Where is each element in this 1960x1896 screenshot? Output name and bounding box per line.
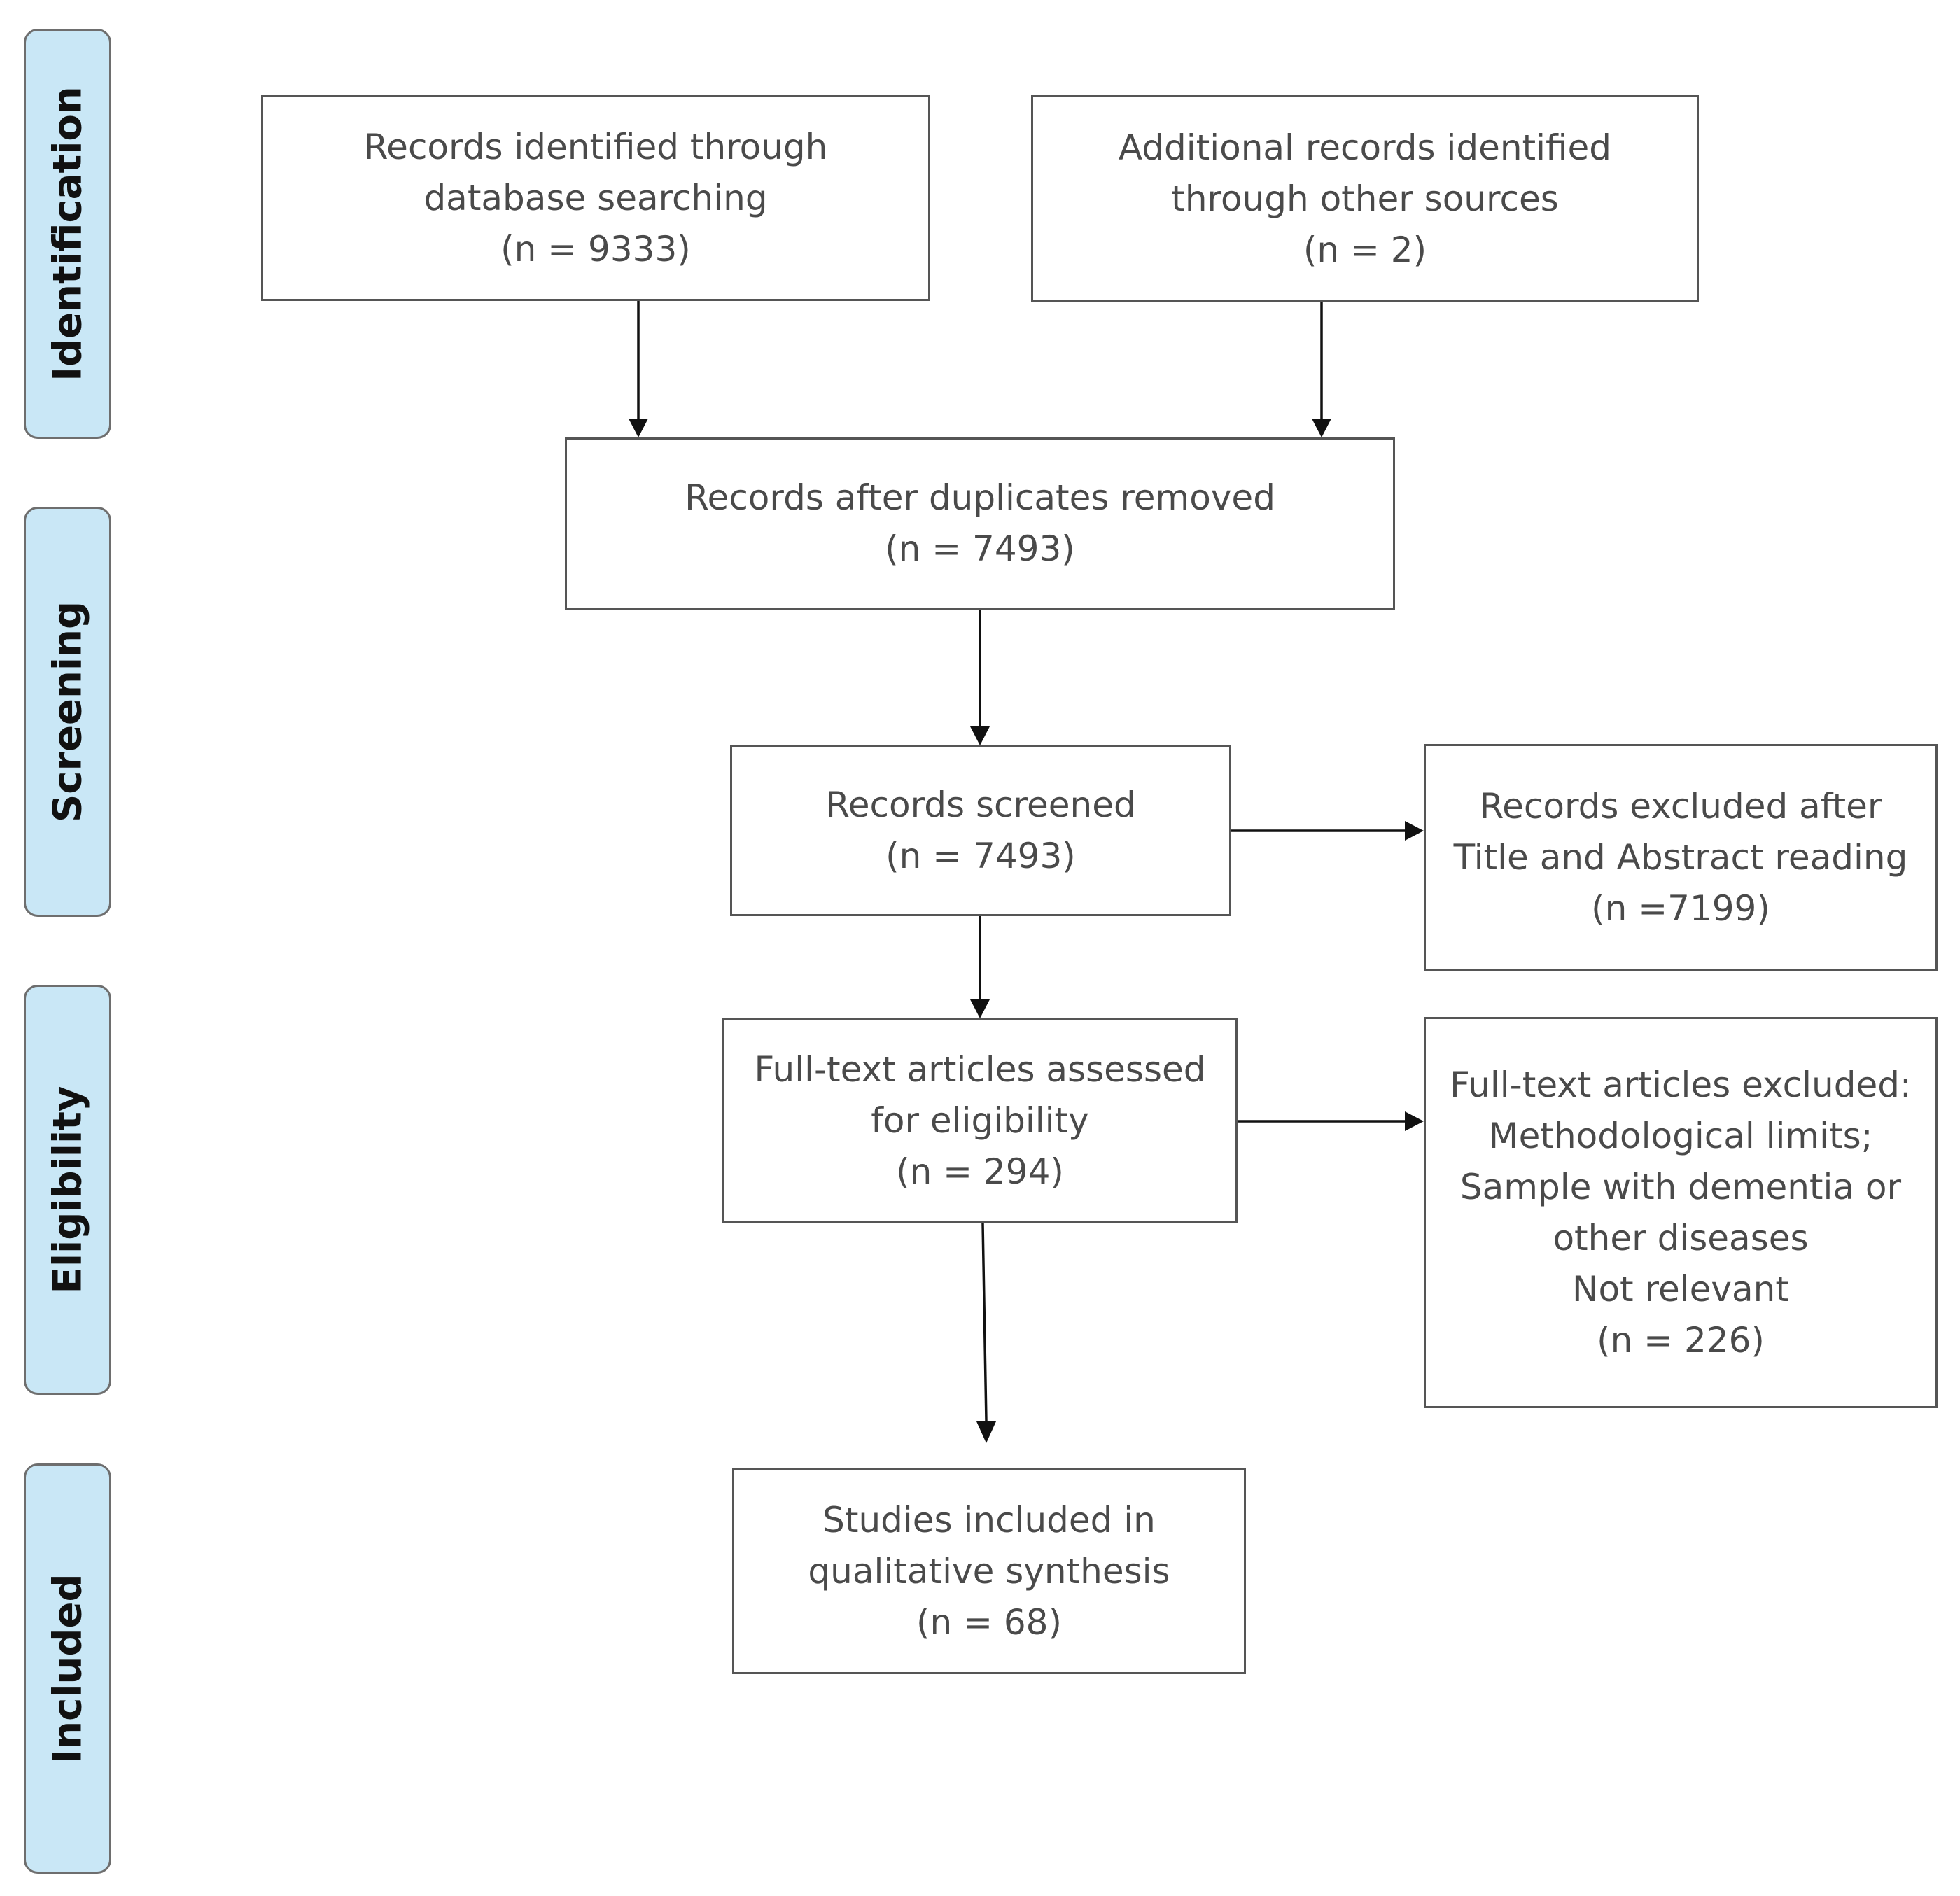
database-line1: Records identified through xyxy=(363,126,828,167)
excluded-ta-line1: Records excluded after xyxy=(1479,786,1882,827)
excluded-ta-line2: Title and Abstract reading xyxy=(1453,837,1908,878)
screened-line1: Records screened xyxy=(825,785,1136,825)
arrow-fulltext-to-included xyxy=(981,1223,988,1422)
stage-identification: Identification xyxy=(24,29,111,439)
box-other-sources: Additional records identified through ot… xyxy=(1031,95,1699,302)
box-full-text-excluded: Full-text articles excluded: Methodologi… xyxy=(1424,1017,1938,1408)
included-line1: Studies included in xyxy=(822,1499,1156,1540)
included-line2: qualitative synthesis xyxy=(808,1550,1170,1592)
fulltext-line3: (n = 294) xyxy=(896,1151,1064,1192)
arrowhead-included xyxy=(976,1421,996,1443)
database-line2: database searching xyxy=(424,177,768,218)
box-studies-included: Studies included in qualitative synthesi… xyxy=(732,1468,1246,1674)
stage-eligibility: Eligibility xyxy=(24,985,111,1395)
duplicates-line1: Records after duplicates removed xyxy=(685,477,1275,518)
box-full-text-assessed: Full-text articles assessed for eligibil… xyxy=(722,1018,1238,1223)
box-excluded-title-abstract: Records excluded after Title and Abstrac… xyxy=(1424,744,1938,971)
fulltext-excluded-line5: Not relevant xyxy=(1572,1268,1789,1309)
stage-included: Included xyxy=(24,1463,111,1874)
fulltext-line2: for eligibility xyxy=(871,1100,1089,1141)
fulltext-excluded-line1: Full-text articles excluded: xyxy=(1450,1064,1912,1105)
excluded-ta-line3: (n =7199) xyxy=(1591,888,1770,929)
database-line3: (n = 9333) xyxy=(500,228,691,269)
arrowhead-duplicates xyxy=(970,726,990,745)
arrowhead-fulltext-excluded xyxy=(1405,1111,1424,1131)
fulltext-excluded-line6: (n = 226) xyxy=(1597,1319,1765,1361)
other-sources-line2: through other sources xyxy=(1171,178,1559,219)
box-database-records: Records identified through database sear… xyxy=(261,95,930,301)
fulltext-line1: Full-text articles assessed xyxy=(754,1049,1206,1090)
arrowhead-screened-fulltext xyxy=(970,999,990,1018)
other-sources-line1: Additional records identified xyxy=(1118,127,1612,168)
arrowhead-database xyxy=(629,419,648,437)
screened-line2: (n = 7493) xyxy=(886,836,1076,876)
box-duplicates-removed: Records after duplicates removed (n = 74… xyxy=(565,437,1395,610)
arrowhead-other xyxy=(1312,419,1331,437)
box-records-screened: Records screened (n = 7493) xyxy=(730,745,1231,916)
stage-screening: Screening xyxy=(24,507,111,917)
fulltext-excluded-line3: Sample with dementia or xyxy=(1460,1166,1902,1207)
included-line3: (n = 68) xyxy=(916,1601,1062,1643)
duplicates-line2: (n = 7493) xyxy=(885,528,1075,569)
fulltext-excluded-line2: Methodological limits; xyxy=(1488,1115,1873,1156)
other-sources-line3: (n = 2) xyxy=(1303,229,1427,270)
arrowhead-screened-excluded xyxy=(1405,821,1424,841)
fulltext-excluded-line4: other diseases xyxy=(1553,1217,1809,1258)
